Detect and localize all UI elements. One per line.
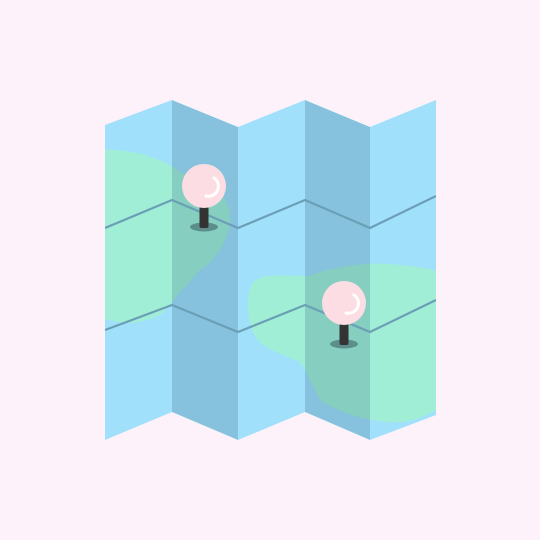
location-pin-icon [322,281,366,349]
pin-highlight [204,176,220,198]
pin-highlight [344,293,360,315]
pin-head [322,281,366,325]
location-pin-icon [182,164,226,232]
fold-shade-panel-2 [172,100,238,440]
pin-head [182,164,226,208]
fold-line-lower [105,299,436,334]
fold-shade-panel-4 [305,100,370,440]
fold-line-upper [105,195,436,230]
